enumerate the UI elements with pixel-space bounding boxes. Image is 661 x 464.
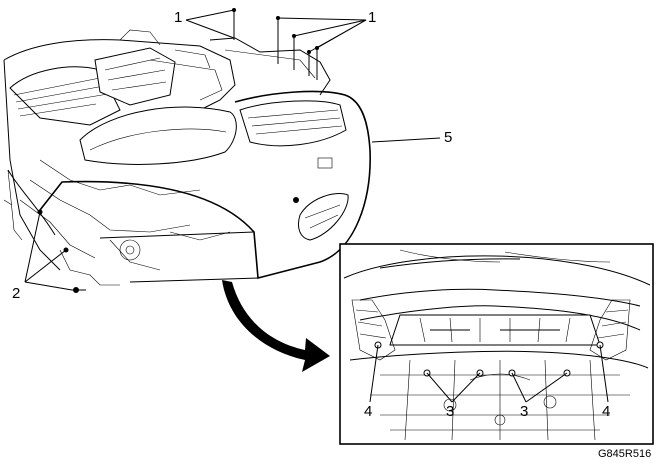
- fasteners-2: [37, 209, 86, 293]
- callout-1-left: 1: [174, 9, 182, 26]
- bumper-fascia: [39, 37, 371, 283]
- fasteners-1: [232, 8, 319, 80]
- callout-3-left: 3: [446, 403, 454, 420]
- callout-5: 5: [444, 129, 452, 146]
- detail-inset: [339, 243, 654, 445]
- callout-1-right: 1: [368, 9, 376, 26]
- callout-2: 2: [12, 285, 20, 302]
- leader-lines: [24, 9, 441, 291]
- callout-4-left: 4: [364, 403, 372, 420]
- callout-3-right: 3: [520, 403, 528, 420]
- figure-id: G845R516: [598, 448, 651, 460]
- callout-4-right: 4: [602, 403, 610, 420]
- curved-arrow-icon: [222, 280, 330, 372]
- inset-leader-lines: [369, 344, 609, 403]
- engine-bay: [3, 29, 237, 286]
